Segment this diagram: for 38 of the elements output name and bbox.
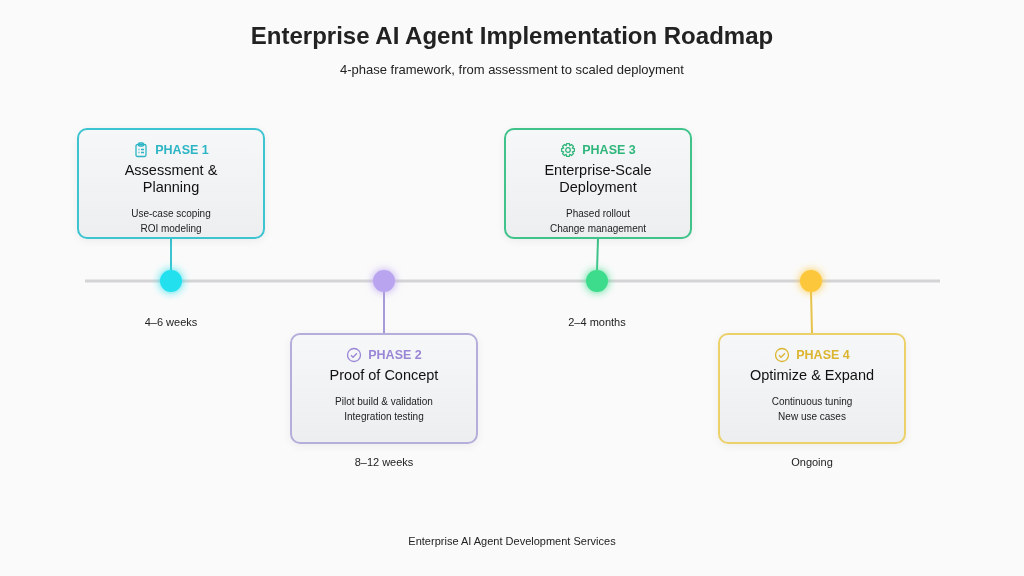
phase-label: PHASE 3	[582, 143, 636, 157]
timeline-dot	[160, 270, 182, 292]
phase-label: PHASE 4	[796, 348, 850, 362]
phase-label: PHASE 2	[368, 348, 422, 362]
phase-title: Enterprise-Scale Deployment	[543, 162, 653, 196]
phase-label: PHASE 1	[155, 143, 209, 157]
phase-title: Optimize & Expand	[748, 367, 876, 384]
phase-detail: Use-case scoping	[130, 207, 212, 221]
subtitle: 4-phase framework, from assessment to scaled deployment	[340, 62, 684, 77]
phase-detail: Continuous tuning	[770, 395, 854, 409]
phase-detail: New use cases	[777, 410, 847, 424]
title: Enterprise AI Agent Implementation Roadmap	[250, 22, 774, 49]
phase-detail: ROI modeling	[139, 222, 203, 236]
footer-caption: Enterprise AI Agent Development Services	[408, 535, 616, 547]
phase-card	[290, 333, 478, 444]
phase-detail: Change management	[548, 222, 648, 236]
timeline-dot	[373, 270, 395, 292]
phase-card	[504, 128, 692, 239]
connector-line	[596, 238, 599, 271]
connector-line	[383, 291, 385, 334]
phase-detail: Pilot build & validation	[334, 395, 434, 409]
connector-line	[810, 291, 813, 334]
phase-detail: Phased rollout	[565, 207, 631, 221]
timeline-line	[182, 279, 373, 283]
duration-label: 2–4 months	[567, 316, 627, 328]
phase-card	[77, 128, 265, 239]
timeline-dot	[800, 270, 822, 292]
timeline-line	[608, 279, 800, 283]
phase-card	[718, 333, 906, 444]
timeline-line	[395, 279, 586, 283]
duration-label: Ongoing	[790, 456, 834, 468]
phase-title: Assessment & Planning	[123, 162, 219, 196]
phase-title: Proof of Concept	[328, 367, 440, 384]
timeline-dot	[586, 270, 608, 292]
connector-line	[170, 238, 172, 271]
duration-label: 4–6 weeks	[143, 316, 199, 328]
duration-label: 8–12 weeks	[353, 456, 415, 468]
phase-detail: Integration testing	[343, 410, 425, 424]
